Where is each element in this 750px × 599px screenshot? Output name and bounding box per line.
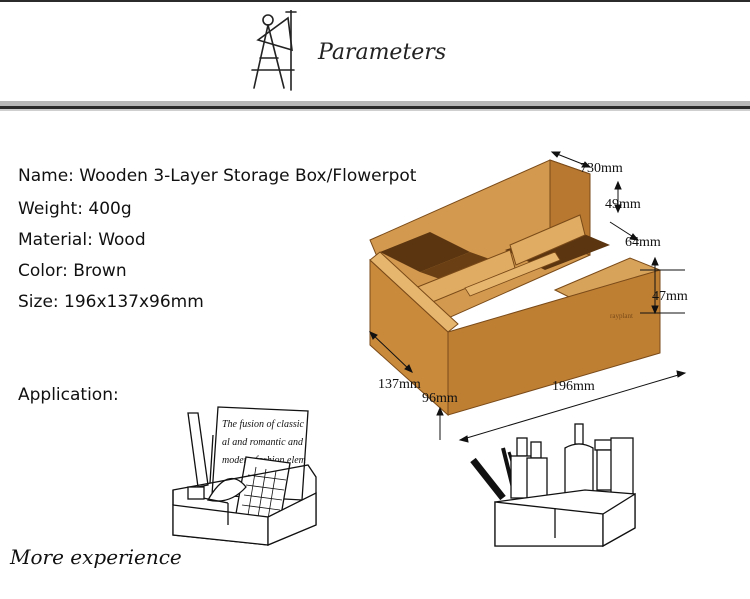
- dim-47: 47mm: [652, 289, 688, 304]
- spec-material: Material: Wood: [18, 230, 146, 250]
- spec-weight: Weight: 400g: [18, 199, 132, 219]
- spec-color-value: Brown: [73, 261, 127, 281]
- dim-137: 137mm: [378, 377, 421, 392]
- spec-weight-value: 400g: [88, 199, 132, 219]
- spec-size-value: 196x137x96mm: [64, 292, 204, 312]
- dim-64: 64mm: [625, 235, 661, 250]
- header-title: Parameters: [318, 40, 447, 65]
- spec-material-label: Material:: [18, 230, 93, 250]
- note-line-1: The fusion of classic: [222, 419, 305, 430]
- spec-color: Color: Brown: [18, 261, 127, 281]
- product-dimension-drawing: rayplant 730mm 49mm 64mm 47mm 137mm 96mm: [369, 151, 688, 443]
- spec-name-label: Name:: [18, 166, 74, 186]
- spec-name: Name: Wooden 3-Layer Storage Box/Flowerp…: [18, 166, 416, 186]
- spec-color-label: Color:: [18, 261, 68, 281]
- spec-size-label: Size:: [18, 292, 59, 312]
- spec-size: Size: 196x137x96mm: [18, 292, 204, 312]
- header-divider: [0, 101, 750, 106]
- spec-name-value: Wooden 3-Layer Storage Box/Flowerpot: [79, 166, 417, 186]
- header-divider-dark: [0, 106, 750, 109]
- application-label: Application:: [18, 385, 119, 405]
- dim-730: 730mm: [580, 161, 623, 176]
- spec-material-value: Wood: [98, 230, 146, 250]
- footer-signature: More experience: [10, 545, 182, 569]
- drafting-compass-icon: [251, 10, 297, 91]
- dim-49: 49mm: [605, 197, 641, 212]
- spec-weight-label: Weight:: [18, 199, 83, 219]
- header-divider-light: [0, 109, 750, 111]
- application-sketch-cosmetics: rayplant: [470, 423, 636, 548]
- note-line-2: al and romantic and: [222, 437, 304, 448]
- svg-text:rayplant: rayplant: [610, 312, 633, 320]
- dim-96: 96mm: [422, 391, 458, 406]
- application-sketch-stationery: The fusion of classic al and romantic an…: [172, 406, 317, 546]
- top-border: [0, 0, 750, 2]
- dim-196: 196mm: [552, 379, 595, 394]
